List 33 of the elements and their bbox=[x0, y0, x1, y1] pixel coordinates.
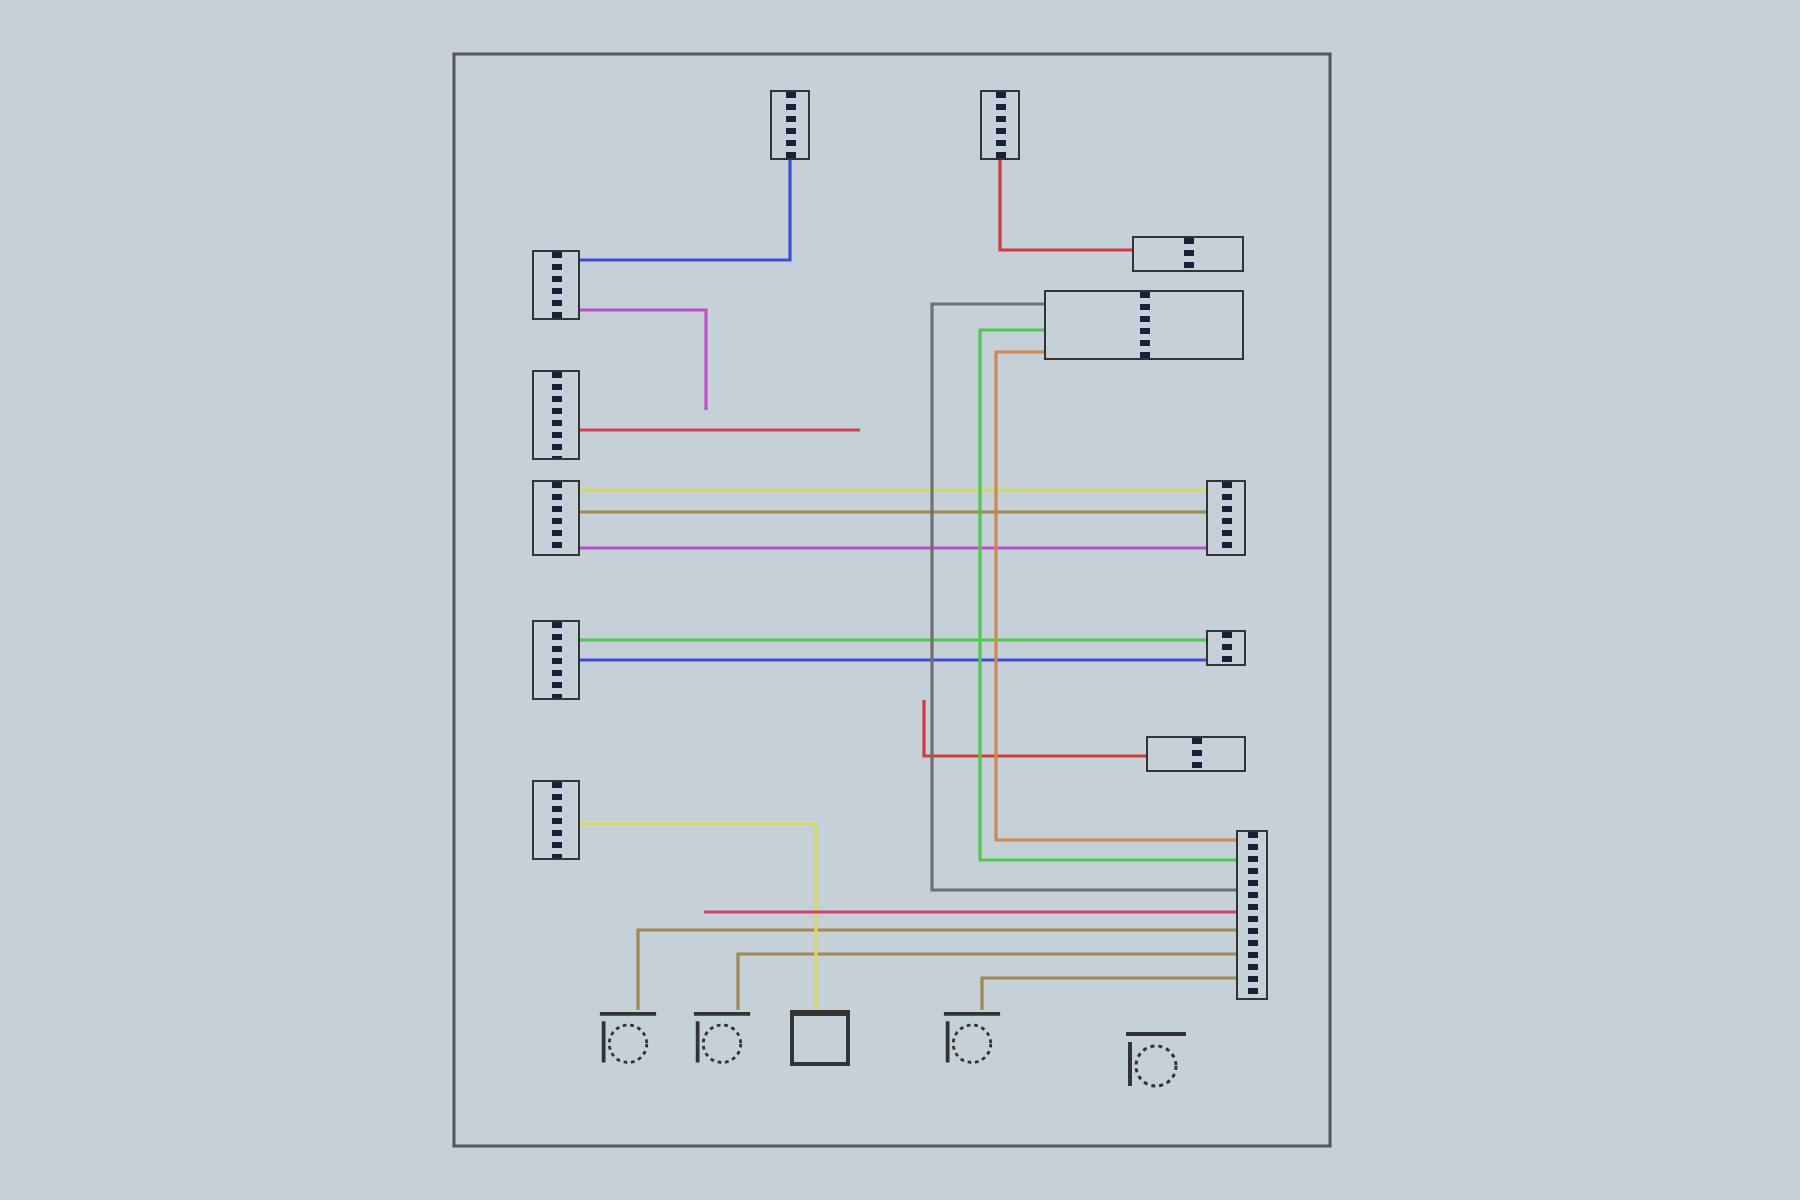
component-block bbox=[790, 1010, 850, 1066]
wire bbox=[636, 928, 1236, 1010]
connector-block bbox=[532, 250, 580, 320]
connector-block bbox=[532, 370, 580, 460]
connector-block bbox=[1146, 736, 1246, 772]
connector-block bbox=[532, 480, 580, 556]
connector-block bbox=[1044, 290, 1244, 360]
wire bbox=[580, 428, 860, 432]
wire bbox=[930, 302, 1236, 892]
connector-block bbox=[532, 780, 580, 860]
wire bbox=[580, 488, 1206, 492]
wire bbox=[736, 952, 1236, 1010]
connector-block bbox=[770, 90, 810, 160]
connector-block bbox=[1206, 630, 1246, 666]
wire bbox=[998, 160, 1132, 252]
connector-block bbox=[532, 620, 580, 700]
wire bbox=[580, 658, 1206, 662]
connector-block bbox=[1236, 830, 1268, 1000]
speaker-drawing bbox=[940, 1010, 1004, 1070]
wire bbox=[580, 510, 1206, 514]
connector-block bbox=[1132, 236, 1244, 272]
wire bbox=[580, 160, 792, 262]
connector-block bbox=[1206, 480, 1246, 556]
wire bbox=[580, 822, 818, 1010]
wire bbox=[580, 546, 1206, 550]
wire bbox=[980, 976, 1236, 1010]
connector-block bbox=[980, 90, 1020, 160]
speaker-drawing bbox=[690, 1010, 754, 1070]
wire bbox=[922, 700, 1146, 758]
wire bbox=[704, 910, 1236, 914]
wire bbox=[580, 638, 1206, 642]
speaker-drawing bbox=[596, 1010, 660, 1070]
wire bbox=[580, 308, 708, 410]
